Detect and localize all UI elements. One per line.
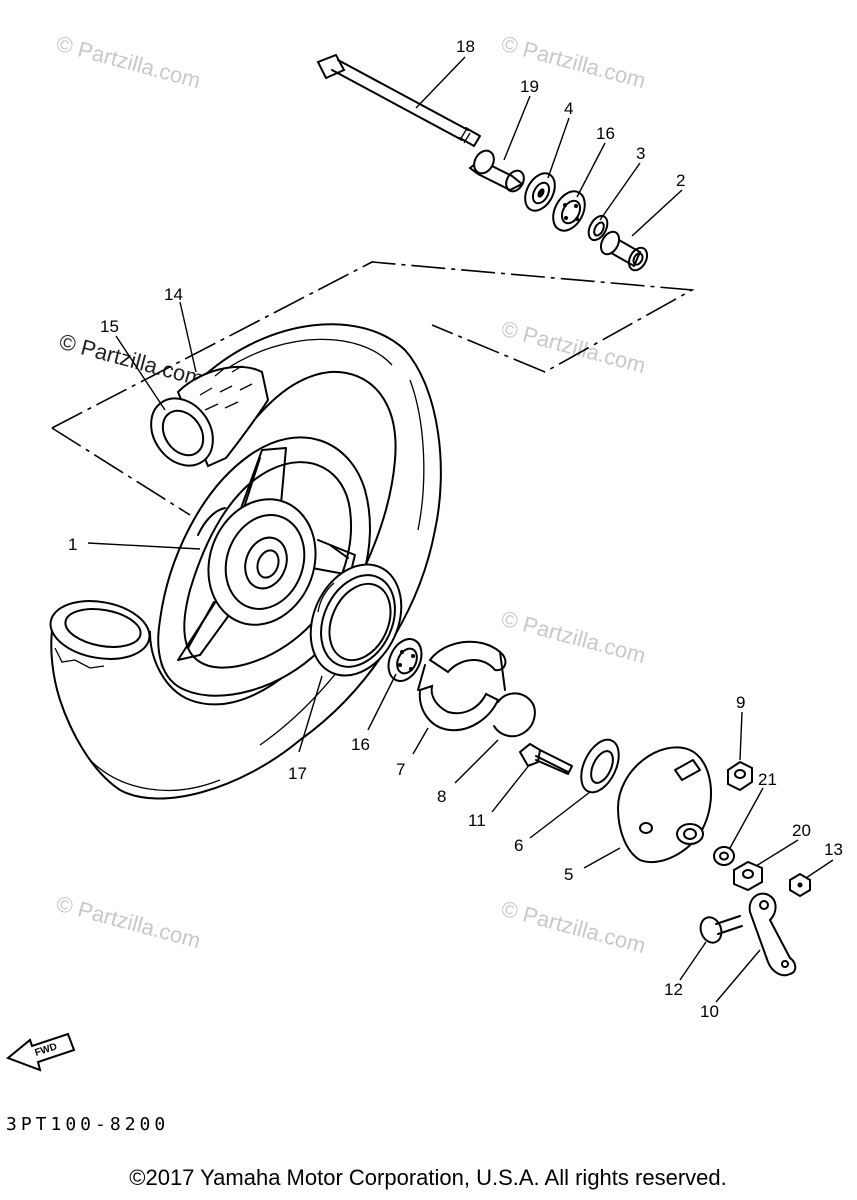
callout-8: 8 — [437, 787, 446, 806]
callout-20: 20 — [792, 821, 811, 840]
nut-20 — [733, 860, 763, 892]
callout-11: 11 — [468, 811, 486, 830]
brake-oil-seal — [580, 738, 620, 794]
bearing-lower — [387, 638, 423, 682]
tire — [50, 323, 442, 800]
wheel-assembly — [49, 323, 442, 800]
callout-17: 17 — [288, 764, 307, 783]
watermark-text: © Partzilla.com — [499, 316, 649, 379]
assembly-outline — [51, 261, 695, 516]
tube-and-sidewall — [150, 365, 270, 468]
watermark-text: © Partzilla.com — [54, 31, 204, 94]
cam-shaft — [518, 742, 573, 775]
nut-13 — [789, 872, 811, 898]
callout-12: 12 — [664, 980, 683, 999]
callout-3: 3 — [636, 144, 645, 163]
callout-15: 15 — [100, 317, 119, 336]
callout-10: 10 — [700, 1002, 719, 1021]
callout-9: 9 — [736, 693, 745, 712]
washer-21 — [713, 846, 735, 866]
circlip — [587, 214, 609, 242]
collar — [468, 149, 525, 193]
callout-2: 2 — [676, 171, 685, 190]
callout-16-upper: 16 — [596, 124, 615, 143]
bolt — [699, 915, 743, 944]
brake-arm — [748, 892, 797, 977]
callout-7: 7 — [396, 760, 405, 779]
brake-shoe — [417, 640, 507, 732]
callout-1: 1 — [68, 535, 77, 554]
callout-4: 4 — [564, 99, 573, 118]
axle — [316, 53, 481, 147]
callout-19: 19 — [520, 77, 539, 96]
nut-9 — [727, 760, 753, 792]
watermark-text: © Partzilla.com — [499, 606, 649, 669]
callout-21: 21 — [758, 770, 777, 789]
callout-13: 13 — [824, 840, 843, 859]
callout-18: 18 — [456, 37, 475, 56]
callouts: 18 19 4 16 3 2 14 15 1 17 16 7 8 11 6 5 … — [68, 37, 843, 1021]
callout-16-lower: 16 — [351, 735, 370, 754]
callout-14: 14 — [164, 285, 183, 304]
leader-lines — [87, 56, 834, 1003]
spring — [493, 692, 536, 738]
watermark-text: © Partzilla.com — [54, 891, 204, 954]
brake-plate — [616, 746, 713, 863]
fwd-arrow: FWD — [6, 1032, 76, 1072]
copyright-notice: ©2017 Yamaha Motor Corporation, U.S.A. A… — [129, 1165, 726, 1190]
callout-5: 5 — [564, 865, 573, 884]
tire-band — [309, 563, 403, 677]
diagram-code: 3PT100-8200 — [6, 1114, 169, 1135]
watermark-text: © Partzilla.com — [499, 896, 649, 959]
bearing-upper — [552, 190, 586, 232]
callout-6: 6 — [514, 836, 523, 855]
spacer — [599, 230, 649, 272]
